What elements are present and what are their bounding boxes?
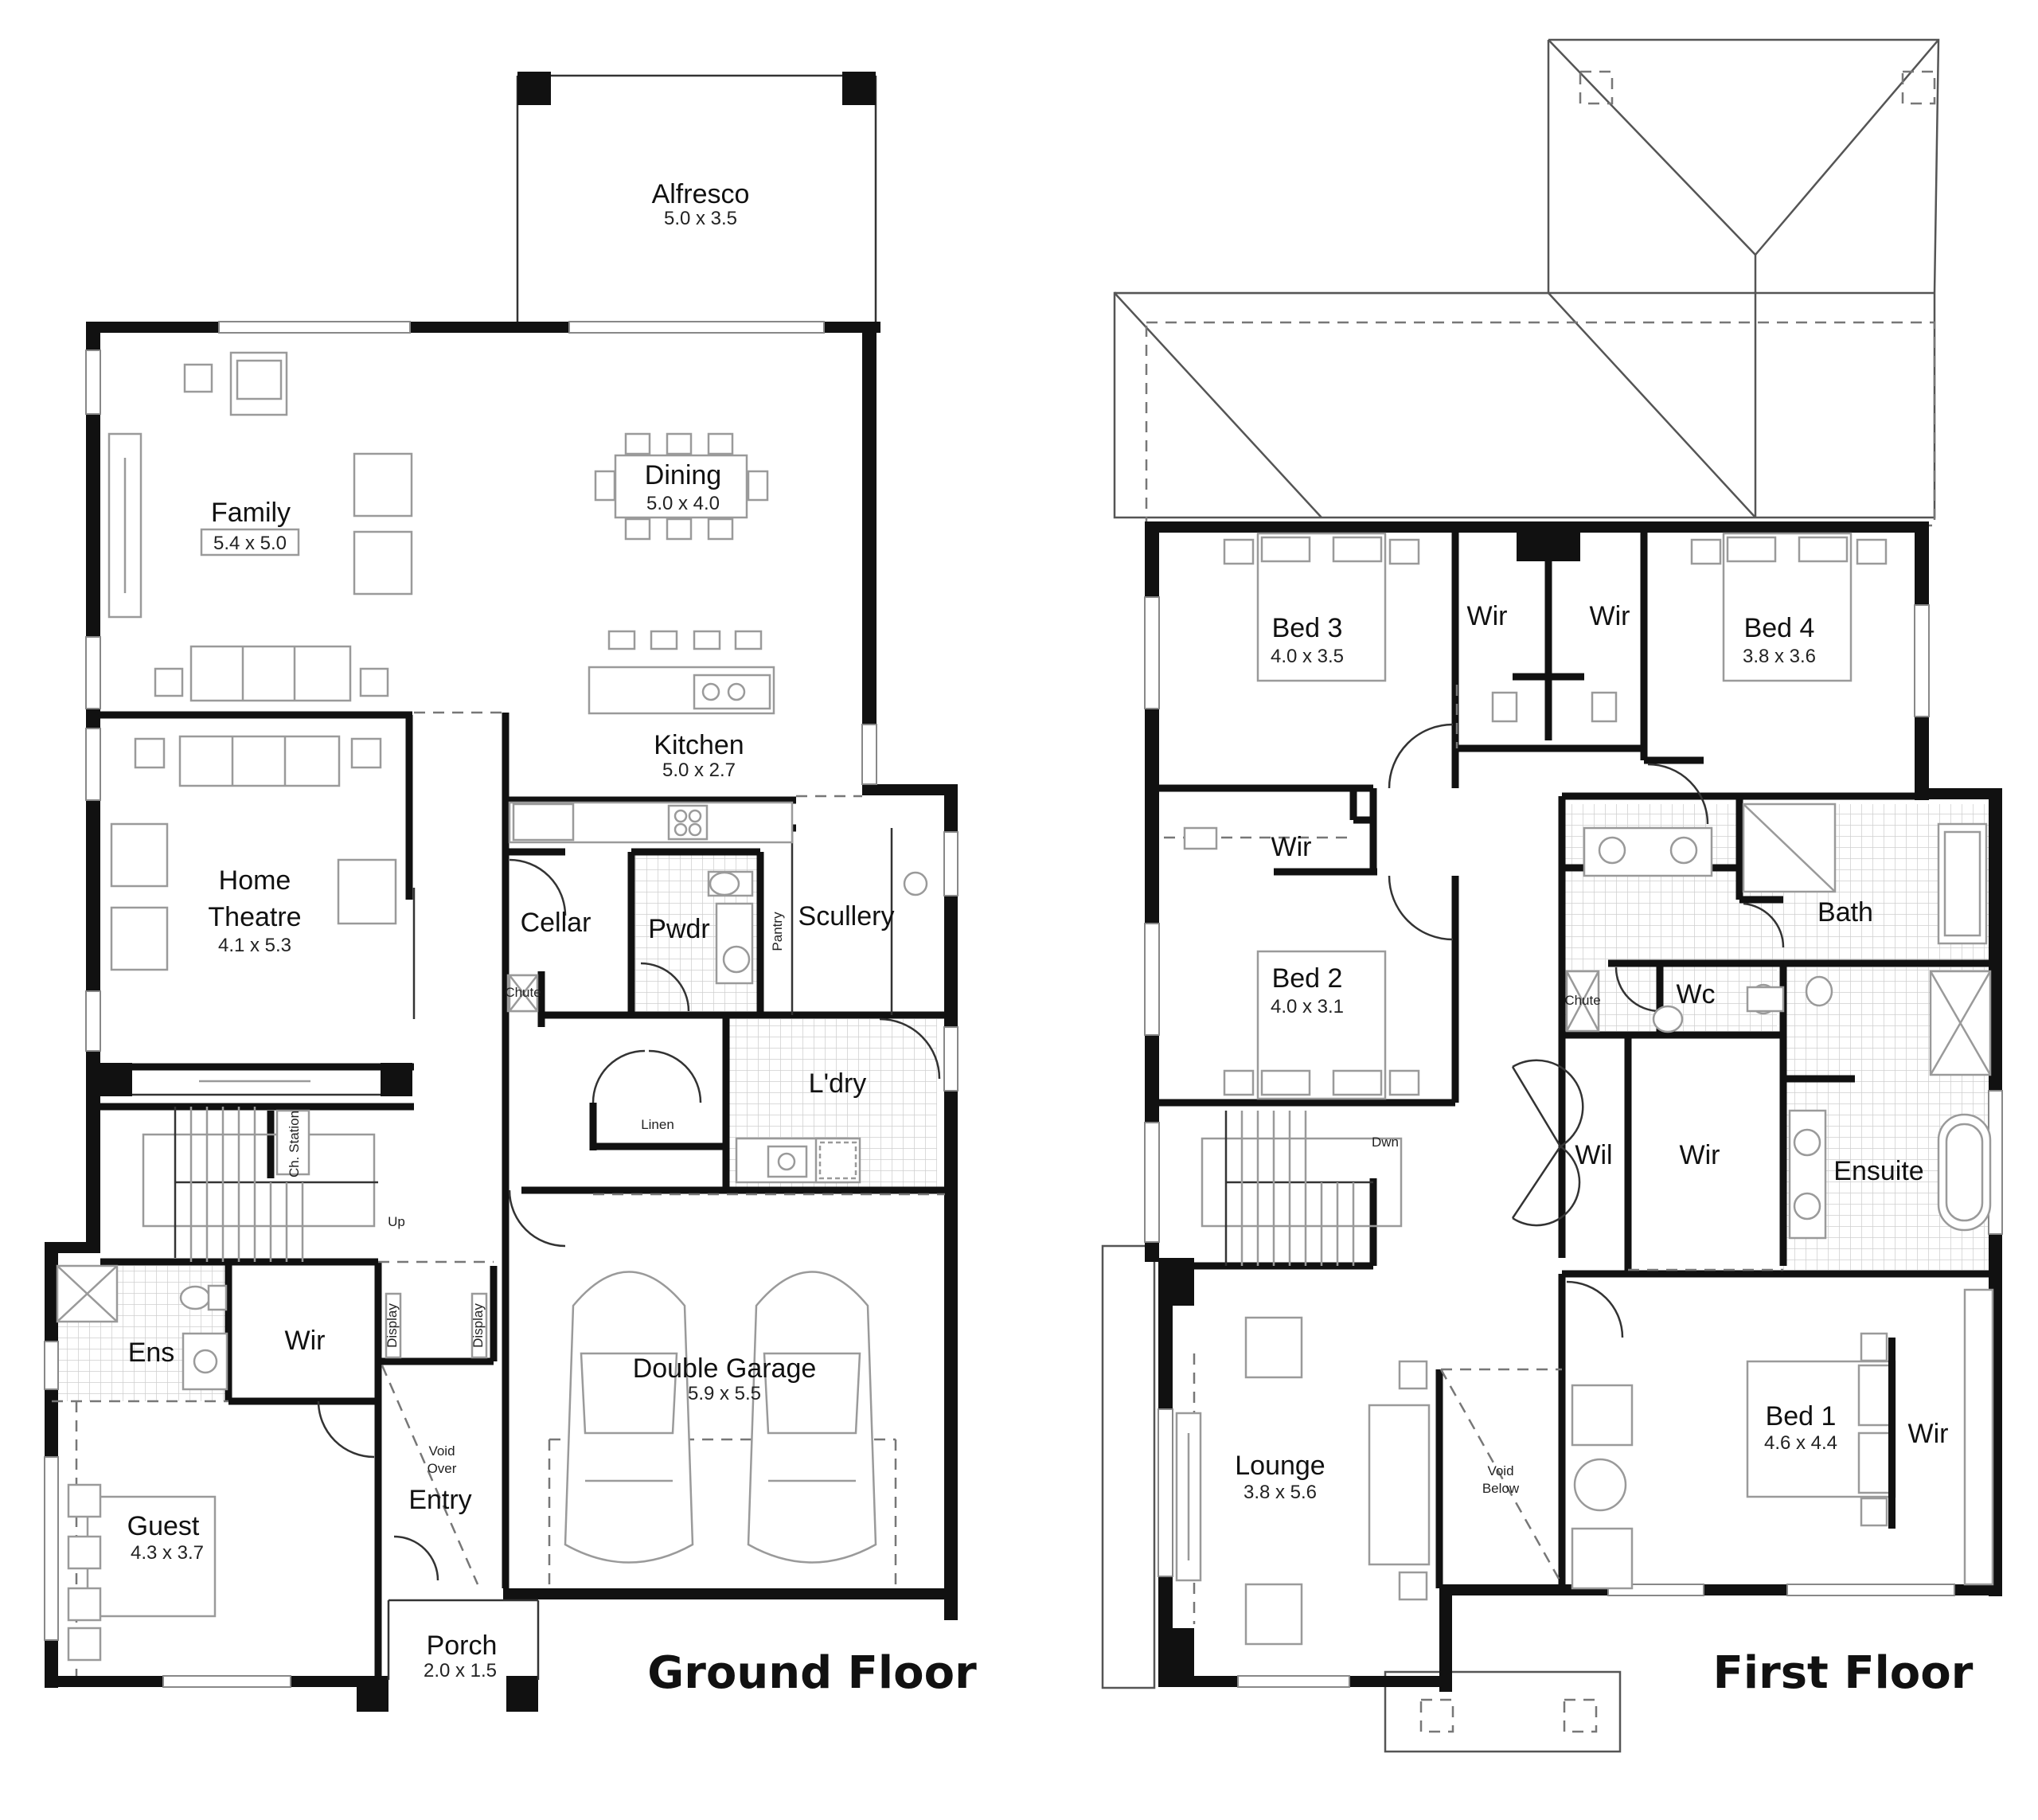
void-over-line1: Void — [428, 1443, 455, 1459]
first-chute-label: Chute — [1564, 993, 1600, 1008]
bed2-label: Bed 2 — [1272, 963, 1343, 994]
bed4-dim: 3.8 x 3.6 — [1743, 646, 1816, 667]
wir-bed2-label: Wir — [1271, 832, 1312, 862]
first-doors — [1388, 723, 1785, 1338]
dining-dim: 5.0 x 4.0 — [646, 493, 720, 514]
display-right-label: Display — [470, 1303, 486, 1348]
wir-bed3-label: Wir — [1467, 601, 1508, 631]
scullery-label: Scullery — [798, 901, 895, 931]
pantry-label: Pantry — [770, 912, 785, 951]
home-theatre-dim: 4.1 x 5.3 — [218, 935, 291, 956]
roof-outline — [1101, 38, 1940, 1753]
wc-label: Wc — [1676, 979, 1715, 1010]
ground-windows — [44, 321, 958, 1688]
wir-bed1-label: Wir — [1908, 1419, 1949, 1449]
wir-bed4-label: Wir — [1590, 601, 1630, 631]
lounge-furniture — [1175, 1288, 1994, 1646]
ground-chute — [508, 974, 539, 1013]
lounge-dim: 3.8 x 5.6 — [1243, 1482, 1317, 1503]
wil-label: Wil — [1575, 1140, 1612, 1170]
first-interior-walls — [1159, 529, 1994, 1588]
ens-fixtures — [56, 1264, 228, 1391]
cellar-label: Cellar — [521, 908, 591, 938]
pwdr-label: Pwdr — [648, 914, 709, 944]
kitchen-dim: 5.0 x 2.7 — [662, 760, 736, 781]
kitchen-label: Kitchen — [654, 730, 744, 760]
dining-label: Dining — [645, 460, 721, 490]
display-panels — [385, 1292, 488, 1359]
first-floor-plan: Chute Bed 3 4.0 x 3.5 Wir Wir Bed 4 3.8 … — [1101, 38, 2003, 1753]
ensuite-label: Ensuite — [1833, 1156, 1923, 1186]
wir-master-label: Wir — [1680, 1140, 1720, 1170]
family-dim: 5.4 x 5.0 — [213, 533, 287, 554]
guest-dim: 4.3 x 3.7 — [131, 1542, 204, 1564]
family-furniture — [107, 351, 413, 702]
alfresco-dim: 5.0 x 3.5 — [664, 208, 737, 229]
display-left-label: Display — [385, 1303, 400, 1348]
dining-furniture — [594, 432, 769, 541]
stairs-up-label: Up — [388, 1214, 405, 1229]
ground-floor-plan: Alfresco 5.0 x 3.5 Family 5.4 x 5.0 Dini… — [44, 72, 977, 1712]
guest-furniture — [67, 1483, 217, 1662]
ground-doors — [317, 858, 941, 1581]
ground-stairs — [142, 1107, 378, 1262]
linen-label: Linen — [641, 1117, 674, 1132]
bed1-label: Bed 1 — [1766, 1401, 1837, 1431]
first-bedroom-furniture — [1183, 532, 1896, 1529]
alfresco-label: Alfresco — [652, 179, 750, 209]
laundry-label: L'dry — [809, 1068, 867, 1099]
ground-floor-title: Ground Floor — [647, 1647, 977, 1699]
garage-cars — [564, 1271, 877, 1564]
alfresco-area — [516, 72, 877, 326]
family-label: Family — [211, 498, 291, 528]
double-garage-label: Double Garage — [633, 1353, 817, 1384]
bath-label: Bath — [1817, 897, 1873, 928]
bed3-dim: 4.0 x 3.5 — [1271, 646, 1344, 667]
home-theatre-furniture — [110, 735, 397, 1083]
kitchen-island — [508, 630, 794, 844]
bed3-label: Bed 3 — [1272, 613, 1343, 643]
first-windows — [1144, 596, 2003, 1688]
void-below-line2: Below — [1482, 1481, 1520, 1496]
porch-label: Porch — [427, 1631, 498, 1661]
porch-dim: 2.0 x 1.5 — [424, 1660, 497, 1681]
void-over-line2: Over — [428, 1461, 457, 1476]
bed2-dim: 4.0 x 3.1 — [1271, 996, 1344, 1017]
guest-label: Guest — [127, 1511, 200, 1541]
lounge-label: Lounge — [1235, 1451, 1325, 1481]
bed4-label: Bed 4 — [1744, 613, 1815, 643]
ground-chute-label: Chute — [505, 985, 541, 1000]
entry-label: Entry — [408, 1485, 471, 1515]
bed1-dim: 4.6 x 4.4 — [1764, 1432, 1837, 1454]
ch-station-label: Ch. Station — [287, 1111, 302, 1178]
first-wet-fixtures — [1565, 803, 1992, 1240]
ens-label: Ens — [128, 1338, 175, 1368]
ground-wir-label: Wir — [285, 1326, 326, 1356]
home-theatre-label-1: Home — [219, 865, 291, 896]
void-below-line1: Void — [1487, 1463, 1513, 1478]
home-theatre-label-2: Theatre — [208, 902, 301, 932]
stairs-dwn-label: Dwn — [1372, 1135, 1399, 1150]
double-garage-dim: 5.9 x 5.5 — [688, 1383, 761, 1404]
first-floor-title: First Floor — [1713, 1647, 1974, 1699]
first-stairs — [1201, 1111, 1403, 1266]
